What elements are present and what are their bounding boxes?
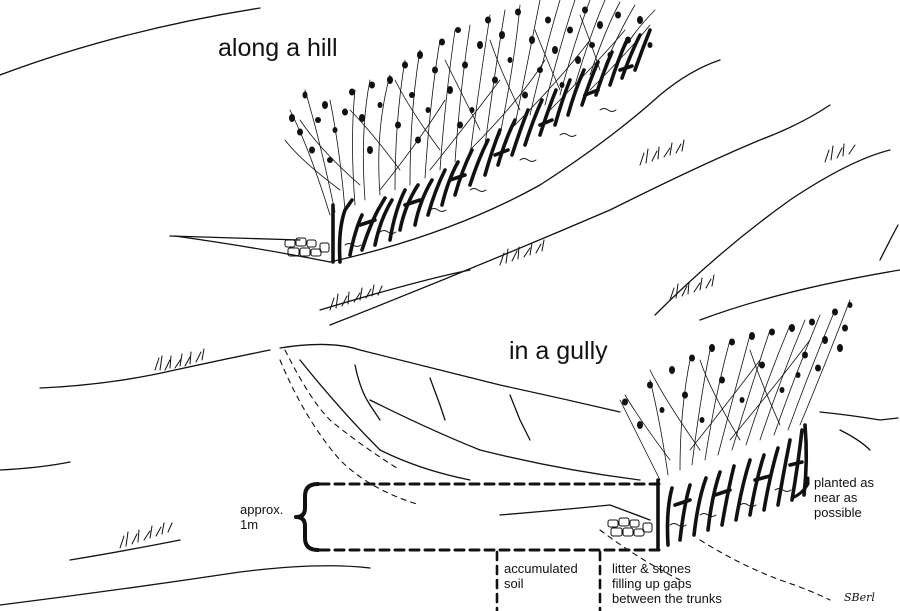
- gully-dashed-lines: [279, 349, 831, 601]
- gully-litter: [669, 488, 792, 527]
- gully-walls: [279, 343, 899, 521]
- litter-label-line-3: between the trunks: [612, 590, 722, 606]
- hill-stones: [284, 237, 330, 257]
- gully-stones: [607, 517, 653, 537]
- callout-dashed-lines: [495, 550, 602, 611]
- terrain-lines: [0, 7, 900, 606]
- soil-label-line-2: soil: [504, 575, 524, 591]
- planted-label: planted as near as possible: [814, 475, 874, 521]
- hill-planting: [284, 0, 656, 264]
- gully-branches: [619, 299, 851, 481]
- planted-label-line-2: near as: [814, 489, 858, 505]
- planted-label-line-3: possible: [814, 504, 862, 520]
- hill-branches: [284, 0, 656, 216]
- hill-trunks: [331, 28, 652, 264]
- litter-label: litter & stones filling up gaps between …: [612, 561, 722, 607]
- hill-leaves: [289, 6, 653, 163]
- soil-label: accumulated soil: [504, 561, 578, 592]
- gully-title: in a gully: [509, 337, 608, 365]
- soil-label-line-1: accumulated: [504, 561, 578, 576]
- hill-title: along a hill: [218, 34, 338, 62]
- artist-signature: SBerl: [844, 591, 875, 604]
- hill-litter: [344, 108, 617, 247]
- approx-brace: [294, 482, 320, 552]
- approx-label-line-2: 1m: [240, 516, 259, 532]
- litter-label-line-1: litter & stones: [612, 561, 691, 576]
- litter-label-line-2: filling up gaps: [612, 575, 692, 591]
- approx-label: approx. 1m: [240, 502, 284, 533]
- gully-planting: [607, 299, 853, 550]
- grass-tufts: [119, 139, 856, 549]
- planted-label-line-1: planted as: [814, 475, 874, 490]
- gully-leaves: [622, 302, 853, 429]
- approx-dimension-box: [318, 482, 662, 552]
- approx-label-line-1: approx.: [240, 502, 284, 517]
- gully-trunks: [656, 423, 809, 550]
